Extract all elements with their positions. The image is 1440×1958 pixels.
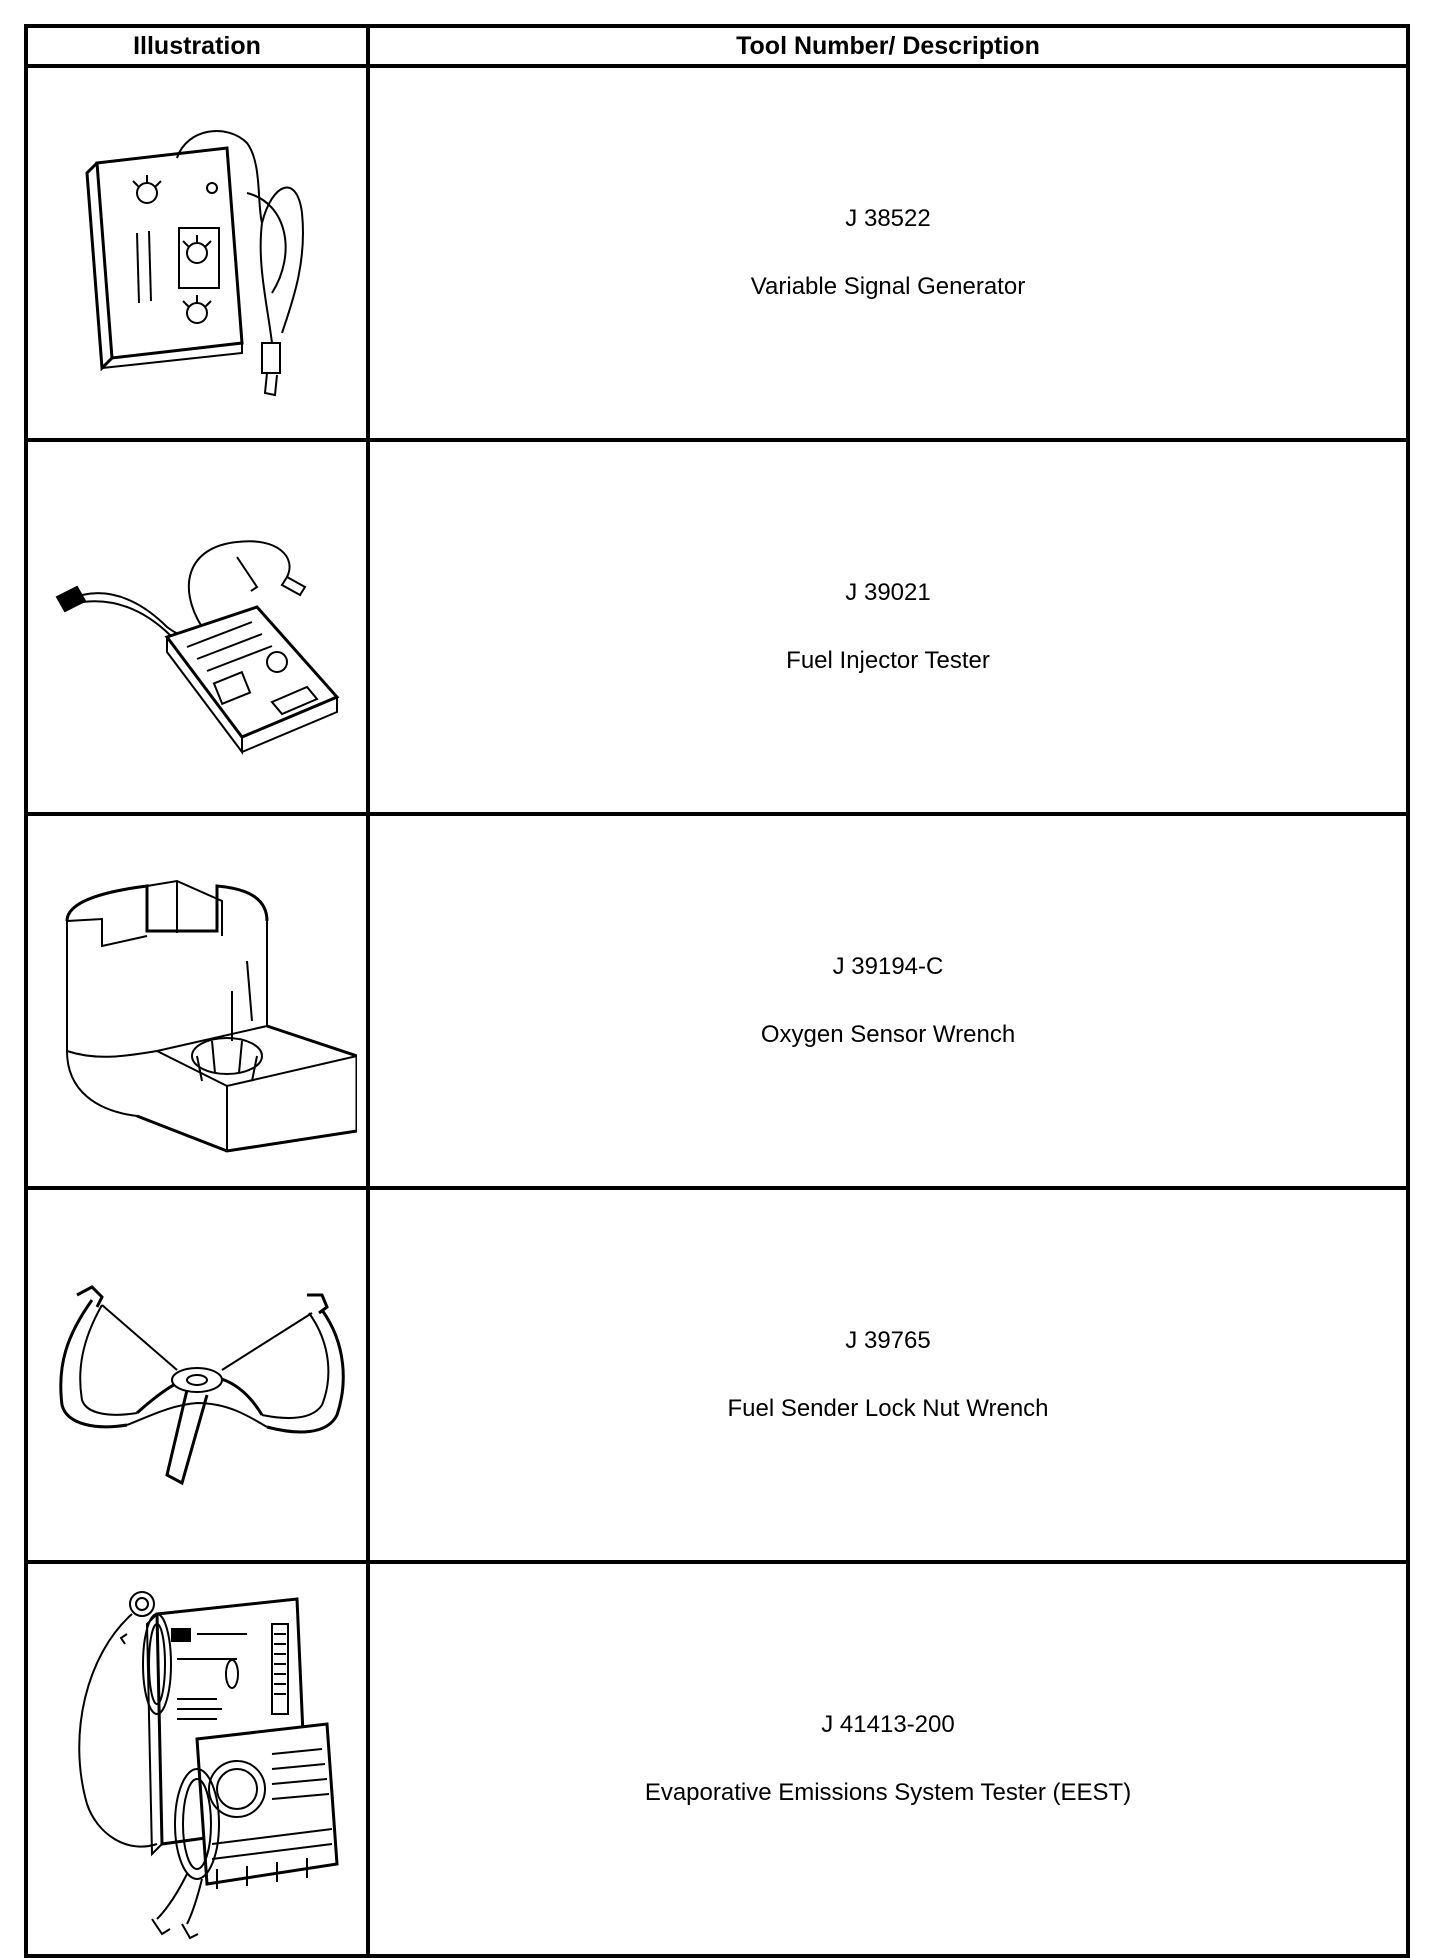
table-row: J 39194-C Oxygen Sensor Wrench — [24, 812, 1410, 1190]
description-cell: J 38522 Variable Signal Generator — [366, 64, 1410, 442]
tool-number: J 39765 — [845, 1327, 931, 1354]
tool-number: J 39021 — [845, 579, 931, 606]
tool-name: Evaporative Emissions System Tester (EES… — [644, 1779, 1132, 1806]
tool-name: Fuel Injector Tester — [786, 647, 990, 674]
tool-name: Oxygen Sensor Wrench — [760, 1021, 1016, 1048]
table-row: J 39021 Fuel Injector Tester — [24, 438, 1410, 816]
description-cell: J 39021 Fuel Injector Tester — [366, 438, 1410, 816]
signal-generator-icon — [57, 103, 337, 403]
lock-nut-wrench-icon — [37, 1255, 357, 1495]
table-row: J 38522 Variable Signal Generator — [24, 64, 1410, 442]
tool-name: Fuel Sender Lock Nut Wrench — [727, 1395, 1049, 1422]
tool-name: Variable Signal Generator — [750, 273, 1026, 300]
tool-number: J 39194-C — [832, 953, 944, 980]
tool-number: J 38522 — [845, 205, 931, 232]
emissions-tester-icon — [47, 1574, 347, 1944]
description-cell: J 39765 Fuel Sender Lock Nut Wrench — [366, 1186, 1410, 1564]
injector-tester-icon — [37, 477, 357, 777]
illustration-cell — [24, 1186, 370, 1564]
illustration-header: Illustration — [24, 24, 370, 68]
table-row: J 41413-200 Evaporative Emissions System… — [24, 1560, 1410, 1958]
tool-number: J 41413-200 — [821, 1711, 955, 1738]
table-row: J 39765 Fuel Sender Lock Nut Wrench — [24, 1186, 1410, 1564]
special-tools-table: Illustration Tool Number/ Description — [24, 24, 1410, 1958]
illustration-cell — [24, 438, 370, 816]
illustration-cell — [24, 812, 370, 1190]
description-cell: J 39194-C Oxygen Sensor Wrench — [366, 812, 1410, 1190]
header-row: Illustration Tool Number/ Description — [24, 24, 1410, 68]
description-header: Tool Number/ Description — [366, 24, 1410, 68]
oxygen-sensor-wrench-icon — [37, 841, 357, 1161]
description-cell: J 41413-200 Evaporative Emissions System… — [366, 1560, 1410, 1958]
illustration-cell — [24, 64, 370, 442]
illustration-cell — [24, 1560, 370, 1958]
